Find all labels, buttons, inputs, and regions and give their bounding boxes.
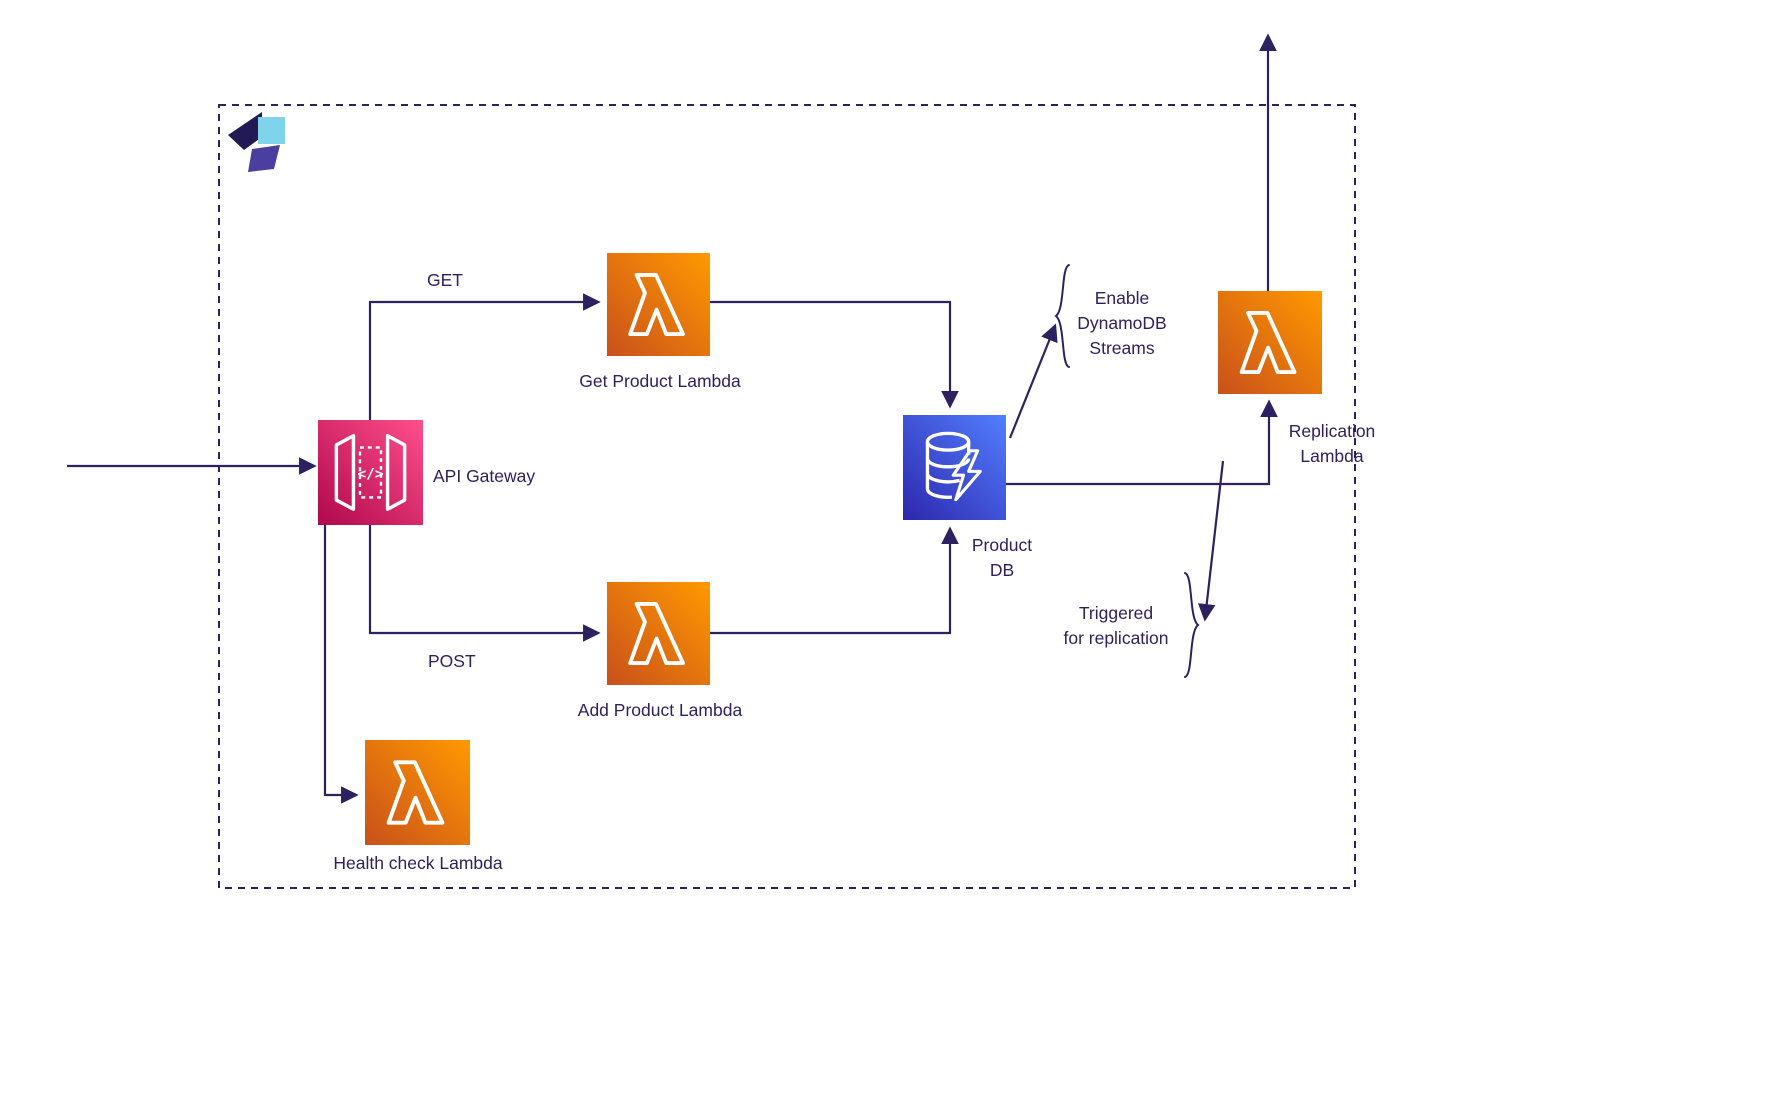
api-gateway-icon: </> bbox=[334, 434, 407, 511]
annotation-triggered-for-replication: Triggered for replication bbox=[1063, 603, 1169, 648]
node-product-db bbox=[903, 415, 1006, 520]
lambda-icon bbox=[628, 272, 685, 337]
node-label-get-product-lambda: Get Product Lambda bbox=[579, 371, 741, 391]
node-get-product-lambda bbox=[607, 253, 710, 356]
node-health-check-lambda bbox=[365, 740, 470, 845]
node-add-product-lambda bbox=[607, 582, 710, 685]
node-api-gateway: </> bbox=[318, 420, 423, 525]
dynamodb-icon bbox=[925, 431, 982, 502]
node-replication-lambda bbox=[1218, 291, 1322, 394]
lambda-icon bbox=[386, 760, 445, 825]
arrow-get-lambda-to-db bbox=[710, 300, 959, 409]
curly-brace-right-icon bbox=[1184, 572, 1200, 678]
arrow-post bbox=[368, 525, 601, 642]
node-label-api-gateway: API Gateway bbox=[433, 466, 536, 486]
node-label-health-check-lambda: Health check Lambda bbox=[333, 853, 503, 873]
node-label-replication-lambda: Replication Lambda bbox=[1288, 421, 1376, 466]
arrow-add-lambda-to-db bbox=[710, 526, 959, 635]
boundary-box bbox=[218, 104, 1356, 889]
arrow-health-check bbox=[323, 525, 359, 804]
curly-brace-left-icon bbox=[1054, 264, 1070, 368]
arrow-get bbox=[368, 293, 601, 420]
arrow-triggered-replication bbox=[1197, 460, 1225, 622]
annotation-enable-dynamodb-streams: Enable DynamoDB Streams bbox=[1077, 288, 1167, 358]
edge-label-post: POST bbox=[428, 651, 476, 671]
arrow-db-to-replication-lambda bbox=[1006, 399, 1278, 486]
edge-label-get: GET bbox=[427, 270, 463, 290]
node-label-product-db: Product DB bbox=[971, 535, 1033, 580]
lambda-icon bbox=[628, 601, 685, 666]
logo-icon bbox=[228, 112, 285, 172]
logo-blue-shape bbox=[258, 117, 285, 144]
lambda-icon bbox=[1239, 310, 1297, 375]
arrow-dynamodb-streams bbox=[1008, 323, 1058, 439]
api-gateway-glyph: </> bbox=[357, 466, 383, 482]
logo-purple-shape bbox=[248, 145, 280, 172]
node-label-add-product-lambda: Add Product Lambda bbox=[577, 700, 743, 720]
logo-dark-shape bbox=[228, 112, 262, 150]
